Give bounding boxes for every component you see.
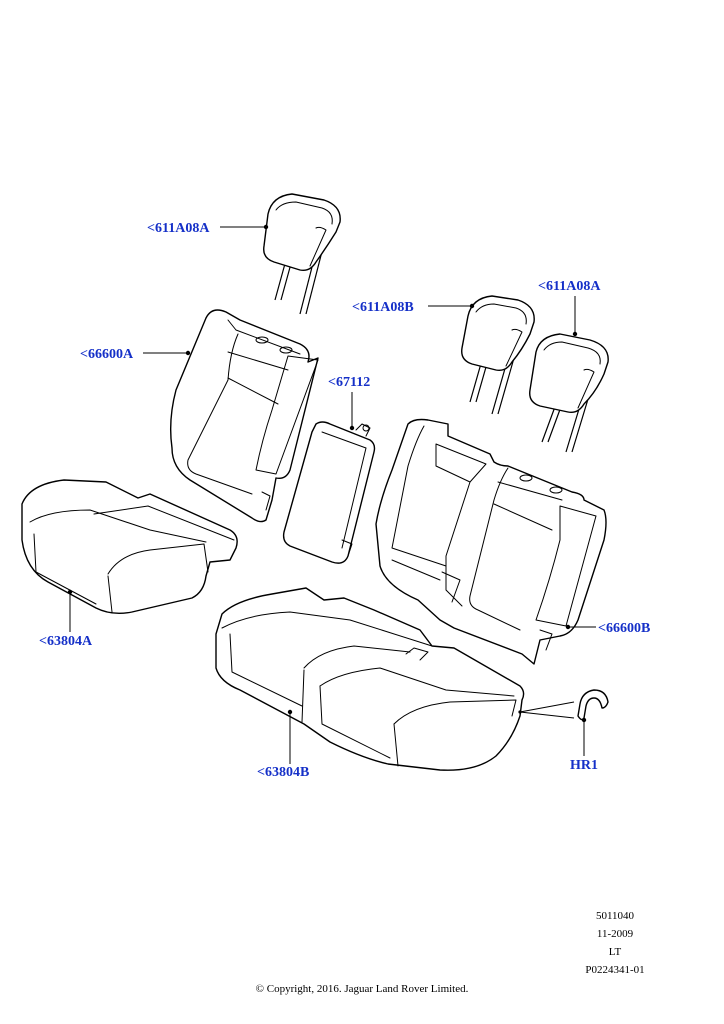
callout-backrest-left[interactable]: <66600A [80, 347, 134, 362]
callout-headrest-mid[interactable]: <611A08B [352, 300, 414, 315]
copyright: © Copyright, 2016. Jaguar Land Rover Lim… [255, 983, 469, 995]
backrest-left[interactable] [169, 309, 319, 523]
callout-backrest-right[interactable]: <66600B [598, 621, 651, 636]
callout-headrest-left[interactable]: <611A08A [147, 221, 210, 236]
meta-line-1: 5011040 [595, 910, 635, 922]
cushion-right[interactable] [215, 587, 525, 771]
meta-line-2: 11-2009 [596, 928, 634, 940]
callout-cushion-right[interactable]: <63804B [257, 765, 310, 780]
headrest-right[interactable] [529, 333, 609, 453]
callout-headrest-right[interactable]: <611A08A [538, 279, 601, 294]
meta-block: 5011040 11-2009 LT P0224341-01 [570, 909, 660, 977]
cushion-left[interactable] [21, 479, 238, 615]
callout-cushion-left[interactable]: <63804A [39, 634, 93, 649]
headrest-left[interactable] [263, 193, 341, 315]
meta-line-4: P0224341-01 [585, 964, 645, 976]
backrest-right[interactable] [375, 418, 607, 665]
leader-lines [67, 224, 596, 764]
meta-line-3: LT [608, 946, 622, 958]
armrest[interactable] [282, 421, 376, 564]
callout-armrest[interactable]: <67112 [328, 375, 371, 390]
hook-hr1[interactable] [577, 689, 609, 721]
callout-hook[interactable]: HR1 [570, 758, 598, 773]
headrest-mid[interactable] [461, 295, 535, 415]
